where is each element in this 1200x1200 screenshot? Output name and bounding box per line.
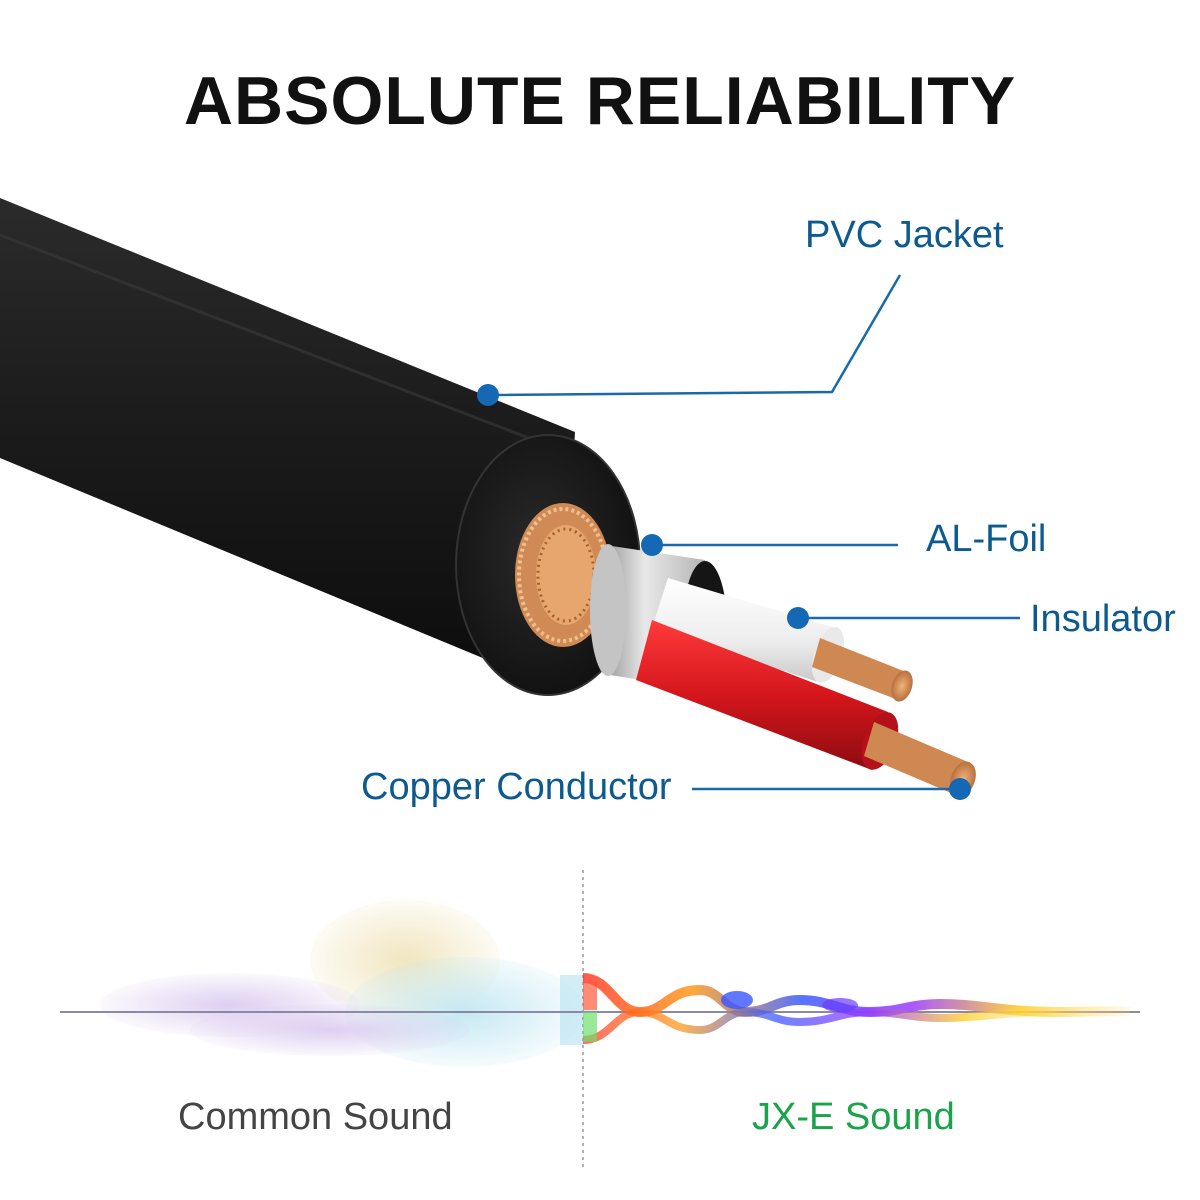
pvc-callout-line (487, 274, 902, 397)
pvc-jacket-label: PVC Jacket (805, 214, 1004, 256)
insulator-callout-dot (787, 607, 809, 629)
jxe-sound-wave (582, 973, 1131, 1044)
pvc-callout-dot (477, 384, 499, 406)
foil-callout-dot (641, 534, 663, 556)
copper-conductor-label: Copper Conductor (361, 766, 672, 808)
white-insulated-wire (652, 578, 913, 702)
common-sound-wave (100, 900, 585, 1067)
copper-braid-shield (515, 503, 611, 647)
copper-callout-dot (949, 778, 971, 800)
jxe-sound-label: JX-E Sound (752, 1096, 955, 1138)
al-foil-label: AL-Foil (926, 518, 1047, 560)
pvc-jacket-body (0, 198, 575, 690)
common-sound-label: Common Sound (178, 1096, 453, 1138)
insulator-label: Insulator (1030, 598, 1176, 640)
page-title: ABSOLUTE RELIABILITY (183, 63, 1017, 139)
